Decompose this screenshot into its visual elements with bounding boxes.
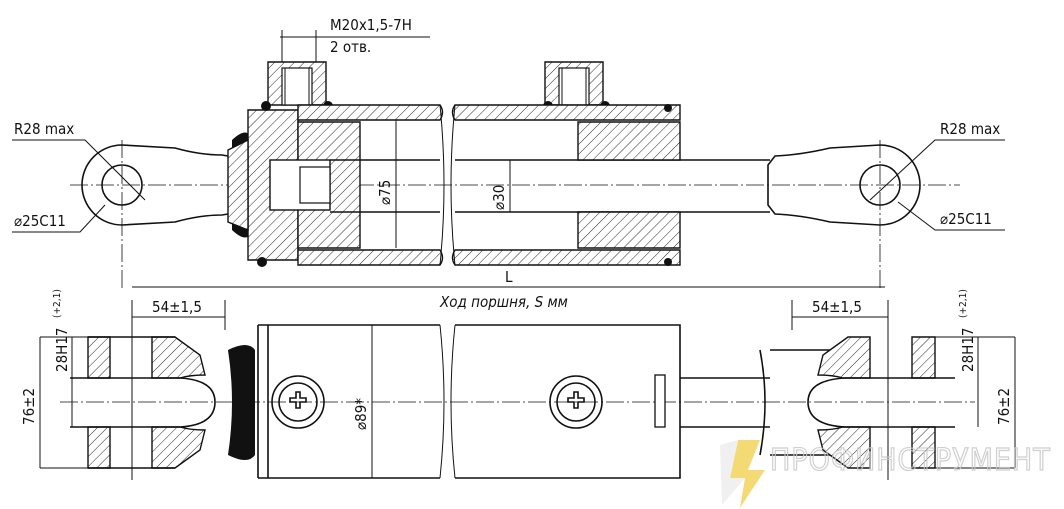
length-label: L xyxy=(505,268,513,286)
port-right xyxy=(543,61,610,111)
radius-left-label: R28 max xyxy=(14,120,74,138)
port-left xyxy=(261,61,333,111)
port-thread-label: M20x1,5-7H xyxy=(330,16,412,34)
pin-left-label: ⌀25C11 xyxy=(14,212,66,230)
rod-diameter-label: ⌀30 xyxy=(490,185,508,210)
port-fitting-left xyxy=(271,375,325,429)
pin-right-label: ⌀25C11 xyxy=(940,210,992,228)
right-clevis xyxy=(759,336,955,469)
slot-right-label: 28H17 xyxy=(959,328,977,373)
port-count-label: 2 отв. xyxy=(330,38,371,56)
clevis-width-right-label: 76±2 xyxy=(995,388,1013,425)
left-clevis xyxy=(70,336,255,469)
stroke-label: Ход поршня, S мм xyxy=(439,293,568,311)
radius-right-label: R28 max xyxy=(940,120,1000,138)
clevis-width-left-label: 76±2 xyxy=(20,388,38,425)
right-rod-eye xyxy=(767,140,921,290)
slot-right-tolerance: (+2,1) xyxy=(958,289,969,318)
gland xyxy=(577,121,681,161)
eye-offset-right-label: 54±1,5 xyxy=(812,298,862,316)
watermark-logo: ПРОФИНСТРУМЕНТ xyxy=(720,440,1051,508)
bore-diameter-label: ⌀75 xyxy=(376,180,394,205)
cylinder-body xyxy=(258,324,681,479)
eye-offset-left-label: 54±1,5 xyxy=(152,298,202,316)
left-rod-eye xyxy=(81,132,252,290)
port-fitting-right xyxy=(549,375,603,429)
watermark-text: ПРОФИНСТРУМЕНТ xyxy=(770,443,1051,478)
side-view: ⌀89* 54±1,5 28H17 (+2,1) 76±2 54±1,5 xyxy=(20,289,1016,480)
body-diameter-label: ⌀89* xyxy=(352,398,370,430)
slot-left-tolerance: (+2,1) xyxy=(52,289,63,318)
section-view: ⌀75 ⌀30 M20x1,5-7H 2 отв. R28 max ⌀25C11… xyxy=(12,16,1005,290)
slot-left-label: 28H17 xyxy=(53,328,71,373)
